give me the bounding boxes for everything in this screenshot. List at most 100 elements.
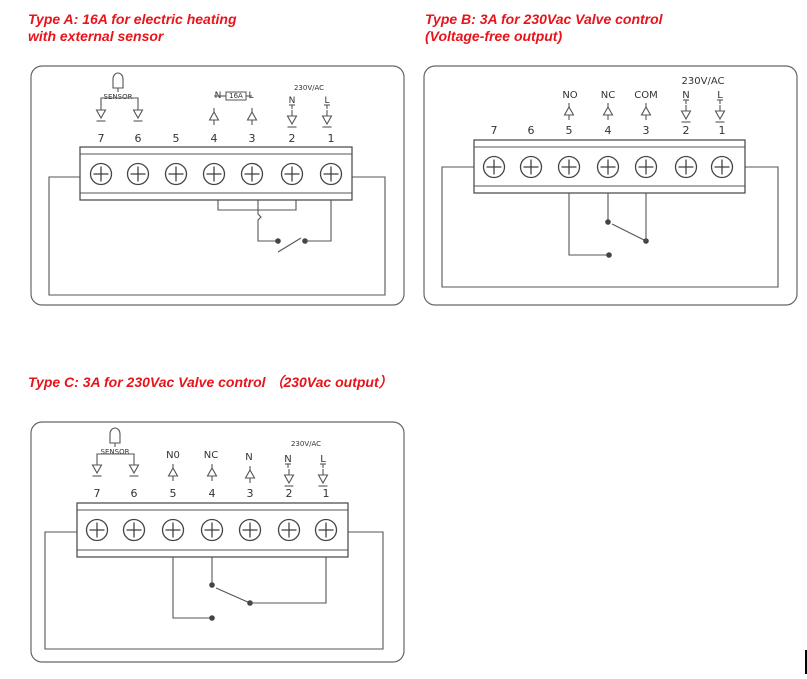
supply-n-mark [289,104,295,109]
screw-terminal-6 [519,155,543,179]
terminal-number-1: 1 [328,132,335,145]
terminal-6-arrow [132,104,144,122]
terminal-1-arrow [714,105,726,123]
terminal-number-2: 2 [286,487,293,500]
nc-label: NC [204,450,218,461]
screw-terminal-3 [238,518,262,542]
terminal-number-3: 3 [249,132,256,145]
terminal-number-6: 6 [528,124,535,137]
supply-n-mark [285,463,291,468]
terminal-number-5: 5 [173,132,180,145]
no-contact [209,615,215,621]
screw-terminal-1 [319,162,343,186]
supply-l-mark [717,99,723,104]
terminal-number-5: 5 [566,124,573,137]
arrow-head [283,474,295,485]
no-label: NO [562,90,577,101]
sensor-bracket [100,97,139,104]
no-label: N0 [166,450,180,461]
screw-terminal-1 [710,155,734,179]
screw-terminal-3 [634,155,658,179]
terminal-number-2: 2 [683,124,690,137]
terminal-7-arrow [91,459,103,477]
terminal-3-arrow [244,466,256,483]
outer-loop-wire [44,531,384,650]
relay-contact-left [275,238,281,244]
screw-terminal-7 [482,155,506,179]
load-rating-label: 16A [229,92,243,100]
supply-l-label: L [717,90,723,101]
terminal-5-arrow [167,464,179,481]
terminal-number-2: 2 [289,132,296,145]
sensor-bulb [112,72,124,89]
outer-loop-wire [441,166,779,288]
screw-terminal-6 [126,162,150,186]
supply-n-mark [683,99,689,104]
terminal-2-arrow [283,469,295,487]
screw-terminal-1 [314,518,338,542]
arrow-head [714,110,726,121]
terminal-number-3: 3 [247,487,254,500]
supply-n-label: N [284,454,291,465]
terminal-2-arrow [286,110,298,128]
no-contact [606,252,612,258]
supply-n-label: N [682,90,689,101]
supply-l-label: L [320,454,326,465]
type-a-title-line1: Type A: 16A for electric heating [28,11,237,27]
supply-n-label: N [289,96,296,106]
terminal-6-arrow [128,459,140,477]
arrow-head [91,464,103,475]
terminal-3-arrow [246,108,258,125]
terminal-number-5: 5 [170,487,177,500]
supply-label: 230V/AC [291,440,321,448]
screw-terminal-2 [277,518,301,542]
terminal-number-6: 6 [131,487,138,500]
sensor-label: SENSOR [104,93,133,101]
relay-switch-blade [611,223,647,242]
outer-loop-wire [48,176,386,296]
terminal-number-3: 3 [643,124,650,137]
screw-terminal-4 [202,162,226,186]
supply-l-wire [250,557,327,604]
screw-terminal-5 [161,518,185,542]
terminal-5-arrow [563,103,575,120]
supply-l-mark [324,104,330,109]
screw-terminal-6 [122,518,146,542]
terminal-number-4: 4 [211,132,218,145]
text-cursor [805,650,807,674]
terminal-2-arrow [680,105,692,123]
terminal-4-arrow [208,108,220,125]
sensor-label: SENSOR [101,448,130,456]
supply-l-label: L [324,96,329,106]
arrow-head [132,109,144,120]
sensor-symbol: SENSOR [101,427,130,456]
no-wire [568,193,609,256]
nc-label: NC [601,90,615,101]
terminal-number-1: 1 [323,487,330,500]
screw-terminal-3 [240,162,264,186]
arrow-head [286,115,298,126]
arrow-head [128,464,140,475]
terminal-3-n-label: N [245,452,252,463]
terminal-number-6: 6 [135,132,142,145]
terminal-4-arrow [206,464,218,481]
arrow-head [317,474,329,485]
arrow-head [95,109,107,120]
type-b-title-line1: Type B: 3A for 230Vac Valve control [425,11,663,27]
arrow-head [321,115,333,126]
relay-wire-right [305,200,332,242]
screw-terminal-2 [280,162,304,186]
screw-terminal-7 [85,518,109,542]
terminal-number-7: 7 [98,132,105,145]
screw-terminal-2 [674,155,698,179]
relay-switch-blade [277,237,302,253]
terminal-number-4: 4 [209,487,216,500]
supply-label: 230V/AC [682,76,725,87]
type-b-title-line2: (Voltage-free output) [425,28,563,44]
screw-terminal-5 [164,162,188,186]
screw-terminal-7 [89,162,113,186]
type-c-title: Type C: 3A for 230Vac Valve control （230… [28,374,393,390]
